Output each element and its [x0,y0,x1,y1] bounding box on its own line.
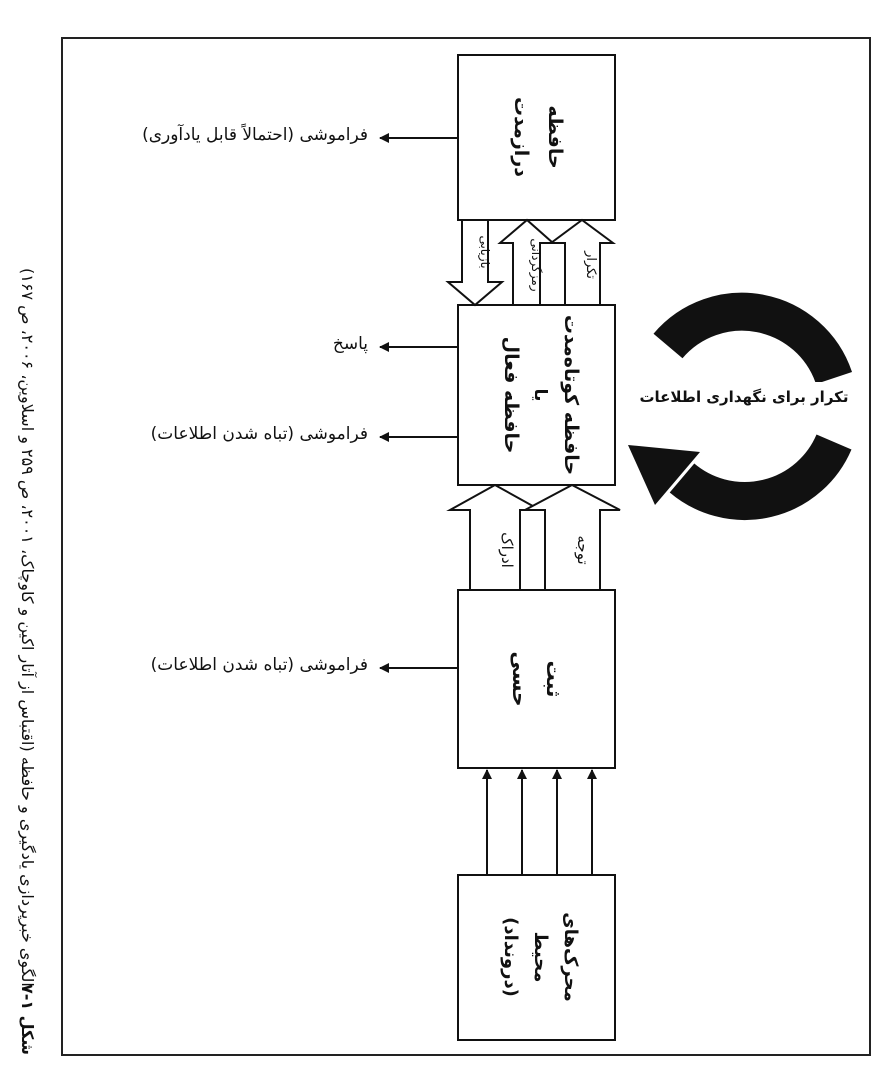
retrieval-arrow-icon [445,219,505,307]
rehearsal-label: تکرار [583,250,598,279]
sensory-register-label: ثبت حسی [508,652,566,707]
sensory-line1: ثبت [542,661,566,698]
figure-frame [61,37,871,1056]
retrieval-label: بازیابی [477,235,492,268]
attention-arrow-icon [524,483,621,591]
environment-stimuli-box [457,874,616,1041]
sensory-forgetting-label: فراموشی (تباه شدن اطلاعات) [150,655,368,675]
encoding-label: رمزگردانی [528,238,543,291]
wm-line1: حافظه کوتاه‌مدت [560,315,582,475]
wm-line3: حافظه فعال [500,337,522,454]
perception-arrow-icon [446,483,544,591]
perception-label: ادراک [498,532,516,568]
rehearsal-loop-arrow-icon [628,292,853,520]
stimulus-arrows [482,769,597,875]
long-term-memory-box [457,54,616,221]
wm-forgetting-label: فراموشی (تباه شدن اطلاعات) [150,424,368,444]
working-memory-label: حافظه کوتاه‌مدت یا حافظه فعال [500,315,582,475]
attention-label: توجه [574,535,592,564]
caption-body: الگوی خبرپردازی یادگیری و حافظه (اقتباس … [17,268,37,987]
env-line1: محرک‌های [560,912,581,1001]
figure-number: شکل ۱-۷ [18,984,37,1055]
sensory-line2: حسی [508,652,532,707]
env-line3: (درونداد) [500,917,521,997]
response-label: پاسخ [332,334,368,354]
rehearsal-arrow-icon [547,218,617,306]
figure-caption: شکل ۱-۷ الگوی خبرپردازی یادگیری و حافظه … [17,268,37,1055]
wm-line2: یا [530,389,550,402]
ltm-line2: درازمدت [510,97,532,177]
environment-label: محرک‌های محیط (درونداد) [500,912,581,1001]
long-term-memory-label: حافظه درازمدت [510,97,566,177]
ltm-forgetting-label: فراموشی (احتمالاً قابل یادآوری) [142,125,368,145]
ltm-line1: حافظه [544,105,566,168]
env-line2: محیط [530,932,551,983]
rehearsal-loop-label: تکرار برای نگهداری اطلاعات [639,388,848,406]
encoding-arrow-icon [497,218,556,306]
sensory-register-box [457,589,616,769]
caption-text: شکل ۱-۷ الگوی خبرپردازی یادگیری و حافظه … [17,268,37,1055]
